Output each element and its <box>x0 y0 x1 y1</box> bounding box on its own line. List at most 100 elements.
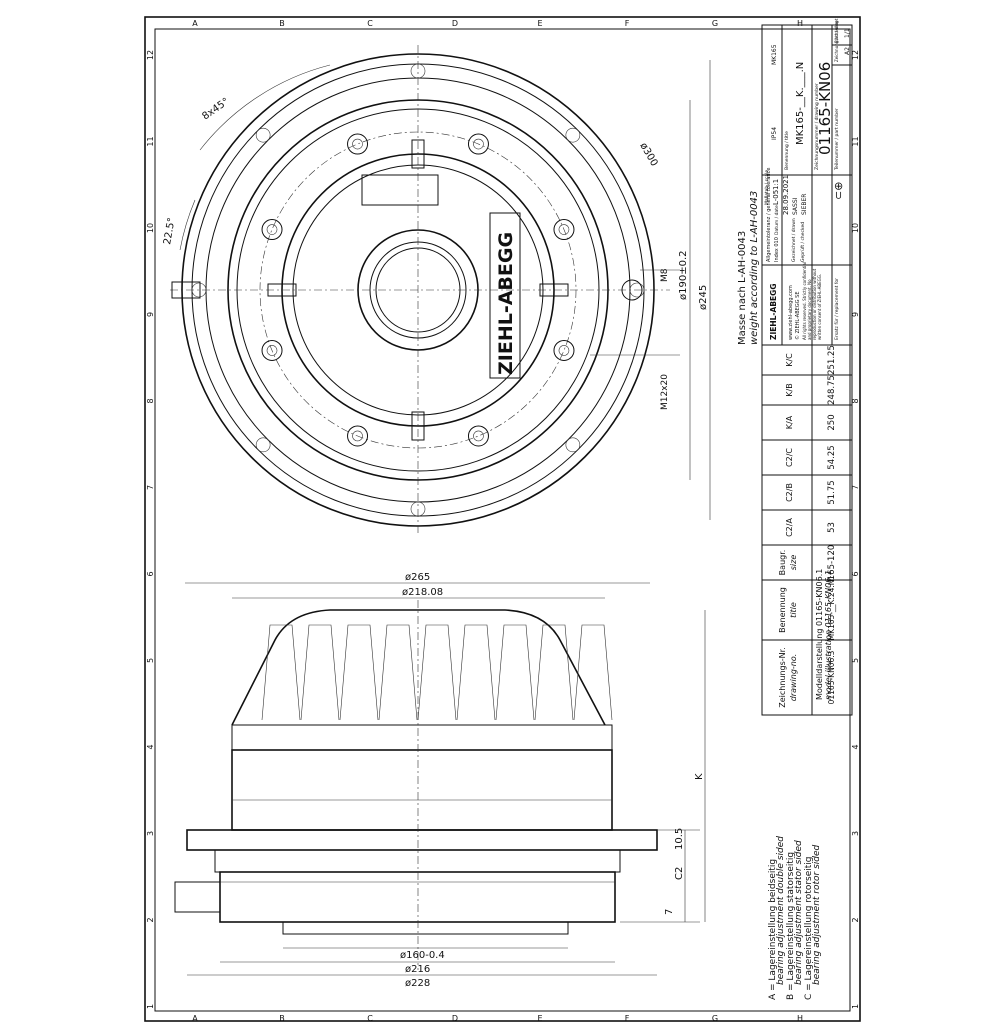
grid-column-label: H <box>797 1014 803 1023</box>
grid-row-label: 12 <box>146 50 155 60</box>
tb-sheet-label: Blatt / sheet <box>834 18 839 43</box>
tb-website: www.ziehl-abegg.com <box>788 285 794 340</box>
grid-row-label: 8 <box>851 398 860 403</box>
dim-d190: ø190±0.2 <box>678 251 689 301</box>
tb-date: 28.09.2021 <box>782 175 790 215</box>
dim-angle: 22.5° <box>162 217 178 246</box>
dim-d265: ø265 <box>405 572 430 583</box>
grid-row-label: 9 <box>146 312 155 317</box>
inner-frame <box>154 28 851 1012</box>
grid-row-label: 11 <box>851 136 860 146</box>
tb-format-label: Zeichnung / drawing <box>834 20 839 62</box>
tb-type: MK165 <box>771 44 778 65</box>
tb-drawing-number: 01165-KN06 <box>816 62 834 155</box>
table-cell: 250 <box>827 414 837 430</box>
table-cell: 51.75 <box>827 480 837 504</box>
dim-d245: ø245 <box>698 285 709 310</box>
dim-7: 7 <box>664 909 675 915</box>
outer-frame <box>144 16 861 1022</box>
weight-note-en: weight according to L-AH-0043 <box>749 191 760 345</box>
grid-column-label: C <box>367 19 373 28</box>
grid-row-label: 5 <box>146 658 155 663</box>
table-header-en: size <box>789 555 798 571</box>
table-cell: 248.75 <box>827 375 837 405</box>
grid-column-label: G <box>712 19 718 28</box>
bolt-hole <box>467 425 489 447</box>
grid-row-label: 4 <box>851 744 860 749</box>
grid-row-label: 1 <box>851 1004 860 1009</box>
tb-sheet: 1/1 <box>844 28 851 38</box>
dim-d300: ø300 <box>637 141 659 168</box>
dim-d160: ø160-0.4 <box>400 950 445 961</box>
brand-text: ZIEHL-ABEGG <box>495 232 517 375</box>
grid-row-label: 10 <box>146 223 155 233</box>
table-header: K/C <box>785 353 794 367</box>
dim-m8: M8 <box>660 268 670 282</box>
grid-column-label: C <box>367 1014 373 1023</box>
table-header: Zeichnungs-Nr. <box>778 647 787 708</box>
grid-row-label: 3 <box>146 831 155 836</box>
brand-plate <box>489 212 521 379</box>
table-header: K/B <box>785 383 794 396</box>
tb-date-label: Datum / date <box>774 205 780 235</box>
table-cell: 01165-KN06.3 <box>827 650 836 704</box>
table-cell: 54.25 <box>827 445 837 469</box>
grid-row-label: 10 <box>851 223 860 233</box>
dim-c2: C2 <box>674 867 685 880</box>
grid-row-label: 7 <box>851 485 860 490</box>
tb-drawn-label: Gezeichnet / drawn <box>791 218 797 262</box>
dim-d218: ø218.08 <box>402 587 443 598</box>
grid-column-label: B <box>279 1014 285 1023</box>
projection-symbol: ⊂⊕ <box>832 182 845 200</box>
grid-column-label: H <box>797 19 803 28</box>
grid-column-label: B <box>279 19 285 28</box>
grid-column-label: E <box>537 1014 542 1023</box>
tb-protection: IP54 <box>771 127 778 140</box>
tb-company: ZIEHL-ABEGG <box>769 284 778 340</box>
title-block: ZIEHL-ABEGG www.ziehl-abegg.com © ZIEHL-… <box>761 18 853 346</box>
model-note-en: model illustration 01165-KN06.1 <box>824 570 833 700</box>
dim-d216: ø216 <box>405 964 430 975</box>
cable-gland <box>171 281 201 299</box>
dim-m12: M12x20 <box>660 374 670 410</box>
table-cell: 165-120 <box>827 545 837 581</box>
grid-row-label: 3 <box>851 831 860 836</box>
legend-item-en: bearing adjustment double sided <box>776 836 786 985</box>
tb-drawn: SASSI <box>792 197 799 215</box>
bolt-hole <box>347 133 369 155</box>
tb-rights: All rights reserved. Strictly confidenti… <box>802 262 822 340</box>
grid-row-label: 2 <box>851 917 860 922</box>
tb-part-number-label: Teilenummer / part number <box>834 108 840 171</box>
bolt-hole <box>553 339 575 361</box>
grid-column-label: A <box>192 1014 198 1023</box>
tb-tolerance: L-05 <box>772 190 780 205</box>
weight-note-de: Masse nach L-AH-0043 <box>737 231 748 345</box>
variant-table: Zeichnungs-Nr.drawing-no.01165-KN06.3Ben… <box>761 344 853 716</box>
dim-10-5: 10.5 <box>674 828 685 850</box>
grid-column-label: D <box>452 1014 458 1023</box>
tb-index: Index 010 <box>774 237 780 262</box>
tb-scale: 1:1 <box>772 179 780 190</box>
grid-row-label: 12 <box>851 50 860 60</box>
grid-row-label: 9 <box>851 312 860 317</box>
bolt-hole <box>261 219 283 241</box>
table-header: K/A <box>785 415 794 429</box>
table-header: C2/C <box>785 448 794 467</box>
tb-replaced: Ersatz für / replacement for <box>834 278 840 340</box>
tb-tolerance-label: Allgemeintoleranz / general tolerance <box>766 168 772 262</box>
table-cell: 53 <box>827 522 837 533</box>
table-header: C2/B <box>785 483 794 502</box>
model-note-de: Modelldarstellung 01165-KN06.1 <box>815 569 824 700</box>
bolt-hole <box>467 133 489 155</box>
side-cable-gland <box>174 881 221 913</box>
side-view: ø265 ø218.08 ø160-0.4 ø216 ø228 K C2 10.… <box>174 572 706 989</box>
tb-scale-label: Maßstab / scale <box>764 170 770 205</box>
grid-row-label: 7 <box>146 485 155 490</box>
tb-title: MK165-__K.___.N <box>795 62 806 145</box>
label-plate <box>361 174 439 206</box>
tb-format: A2 <box>844 47 851 55</box>
